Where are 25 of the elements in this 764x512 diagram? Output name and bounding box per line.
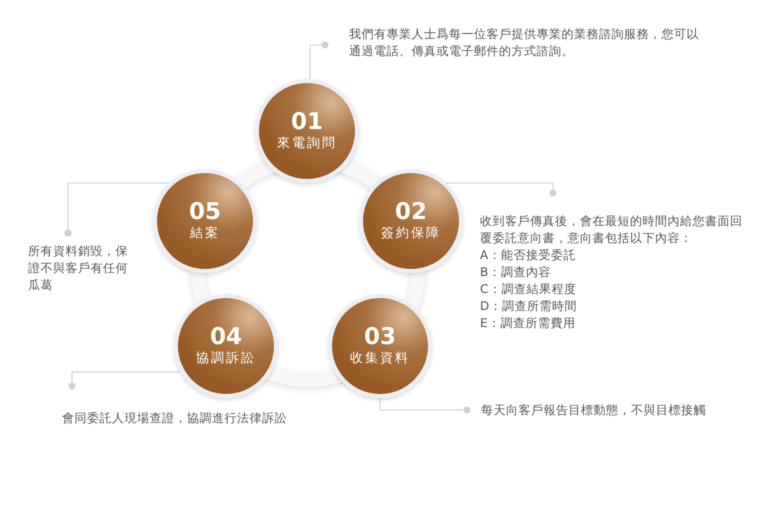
step-number: 03 — [364, 324, 396, 350]
step-title: 協調訴訟 — [196, 350, 256, 368]
step-title: 收集資料 — [350, 350, 410, 368]
list-item: C：調查結果程度 — [480, 281, 578, 298]
description-text: 所有資料銷毀，保證不與客戶有任何瓜葛 — [28, 243, 129, 294]
leader-line — [68, 372, 180, 390]
leader-line — [310, 42, 328, 80]
step-number: 04 — [210, 324, 242, 350]
list-item: B：調查內容 — [480, 264, 552, 281]
leader-line — [380, 398, 470, 414]
step-title: 簽約保障 — [381, 225, 441, 243]
leader-line — [444, 182, 556, 196]
description-text: 收到客戶傳真後，會在最短的時間內給您書面回覆委託意向書，意向書包括以下內容： — [480, 213, 744, 247]
description-text: 我們有專業人士爲每一位客戶提供專業的業務諮詢服務，您可以通過電話、傳真或電子郵件的方式諮詢。 — [349, 26, 700, 60]
list-item: D：調查所需時間 — [480, 298, 578, 315]
step-title: 來電詢問 — [277, 135, 337, 153]
step-number: 01 — [290, 109, 323, 135]
list-item: E：調查所需費用 — [480, 315, 577, 332]
list-item: A：能否接受委託 — [480, 247, 578, 264]
step-title: 結案 — [190, 225, 220, 243]
step-number: 02 — [394, 199, 427, 225]
description-text: 每天向客戶報告目標動態，不與目標接觸 — [481, 402, 707, 419]
description-text: 會同委託人現場查證，協調進行法律訴訟 — [62, 410, 288, 427]
step-number: 05 — [188, 199, 221, 225]
leader-line — [64, 182, 170, 236]
